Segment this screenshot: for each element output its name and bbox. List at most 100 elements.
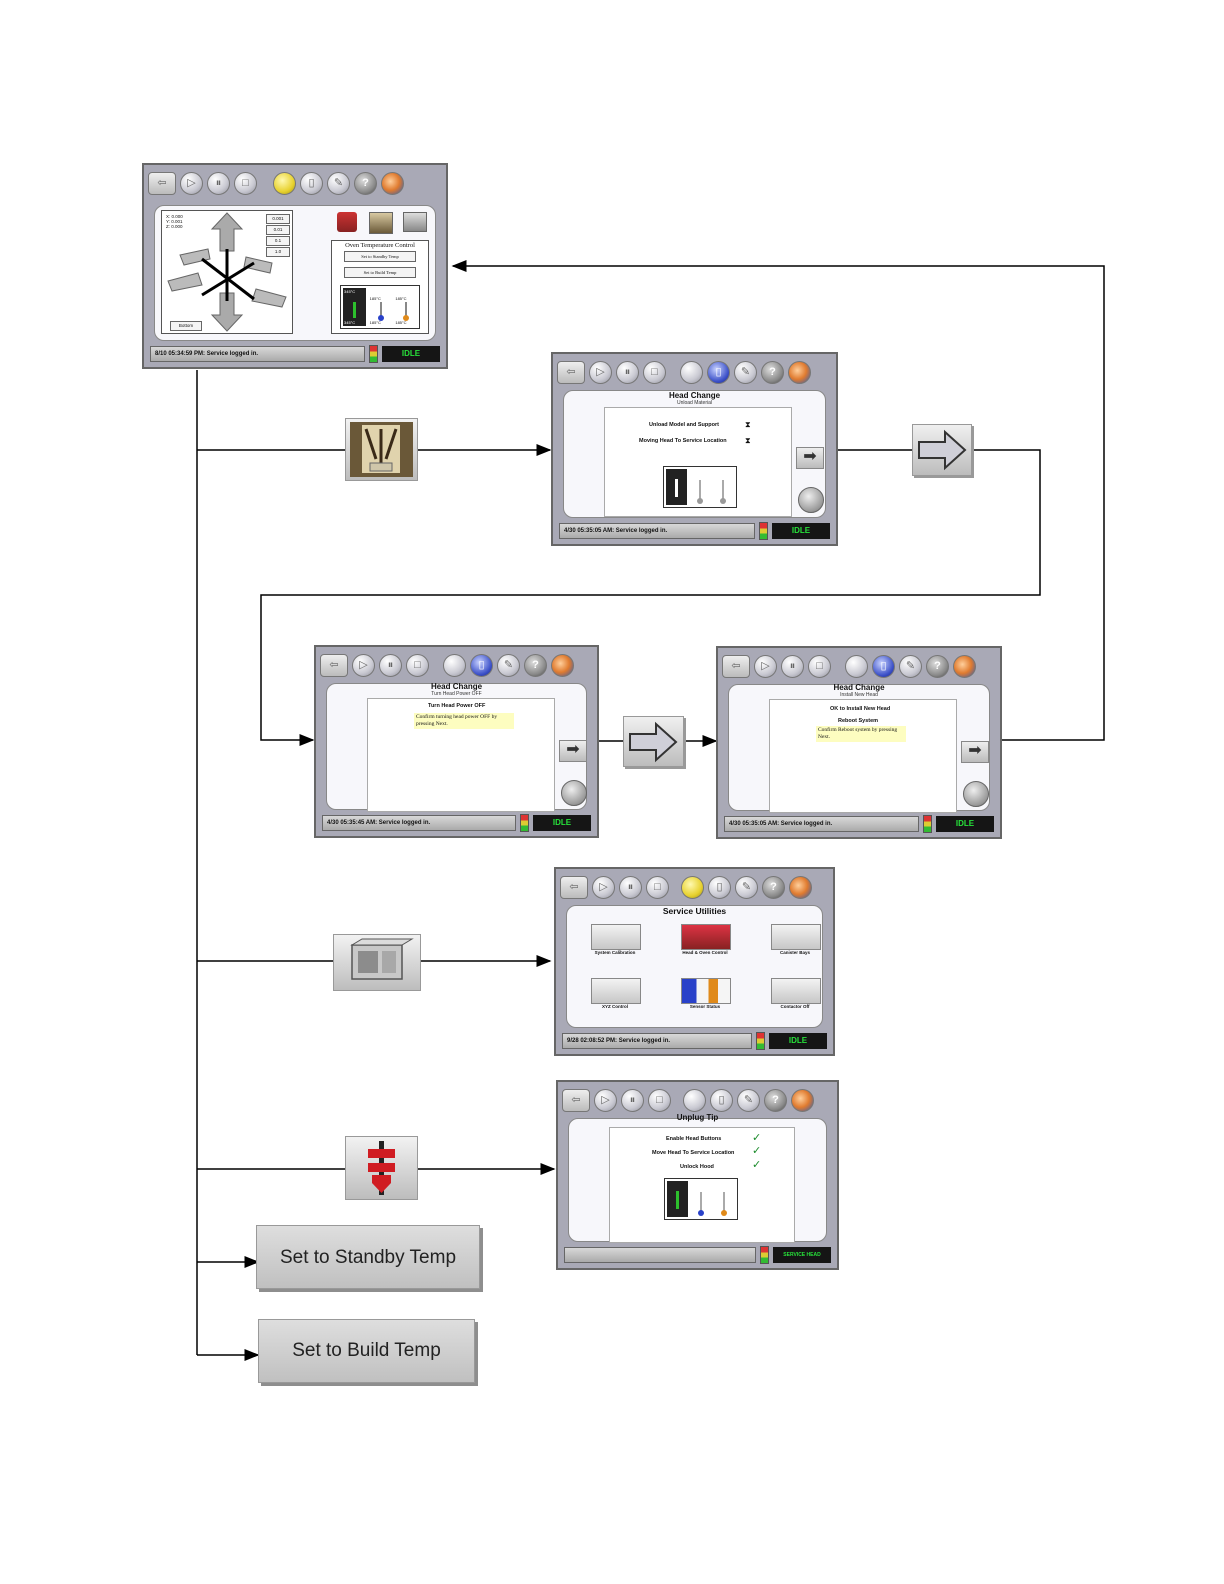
- head-oven-icon[interactable]: [337, 212, 357, 232]
- back-icon[interactable]: ⇦: [562, 1088, 590, 1112]
- screen-title: Head Change: [430, 682, 483, 691]
- therm-support-bottom: 185°C: [369, 320, 381, 325]
- play-icon[interactable]: ▷: [594, 1088, 617, 1112]
- stop-icon[interactable]: □: [234, 171, 257, 195]
- step-10[interactable]: 1.0: [266, 247, 290, 257]
- cancel-button[interactable]: [561, 780, 587, 806]
- back-icon[interactable]: ⇦: [320, 653, 348, 677]
- set-build-temp-button[interactable]: Set to Build Temp: [258, 1319, 475, 1383]
- play-icon[interactable]: ▷: [589, 360, 612, 384]
- next-button[interactable]: ➡: [559, 740, 587, 762]
- wrench-icon[interactable]: ✎: [735, 875, 758, 899]
- head-change-icon[interactable]: [369, 212, 393, 234]
- cancel-button[interactable]: [963, 781, 989, 807]
- step-01[interactable]: 0.01: [266, 225, 290, 235]
- head-change-unload-screen: ⇦ ▷ ⏸ □ ▯ ✎ ? Head Change Unload Materia…: [551, 352, 838, 546]
- step-1[interactable]: 0.1: [266, 236, 290, 246]
- pause-icon[interactable]: ⏸: [621, 1088, 644, 1112]
- jog-arrows[interactable]: [162, 211, 292, 333]
- head-change-panel: Head Change Install New Head OK to Insta…: [728, 683, 990, 813]
- door-icon[interactable]: ▯: [300, 171, 323, 195]
- play-icon[interactable]: ▷: [754, 654, 777, 678]
- build-temp-button[interactable]: Set to Build Temp: [344, 267, 416, 278]
- play-icon[interactable]: ▷: [352, 653, 375, 677]
- bulb-icon[interactable]: [683, 1088, 706, 1112]
- state-indicator: SERVICE HEAD: [773, 1247, 831, 1263]
- back-icon[interactable]: ⇦: [148, 171, 176, 195]
- back-icon[interactable]: ⇦: [722, 654, 750, 678]
- user-icon[interactable]: [791, 1088, 814, 1112]
- stop-icon[interactable]: □: [648, 1088, 671, 1112]
- user-icon[interactable]: [953, 654, 976, 678]
- toolbar: ⇦ ▷ ⏸ □ ▯ ✎ ?: [562, 1085, 833, 1115]
- bulb-icon[interactable]: [273, 171, 296, 195]
- canister-bays-icon[interactable]: [771, 924, 821, 950]
- stop-icon[interactable]: □: [646, 875, 669, 899]
- user-icon[interactable]: [789, 875, 812, 899]
- standby-temp-button[interactable]: Set to Standby Temp: [344, 251, 416, 262]
- back-icon[interactable]: ⇦: [557, 360, 585, 384]
- next-button[interactable]: ➡: [961, 741, 989, 763]
- wrench-icon[interactable]: ✎: [899, 654, 922, 678]
- play-icon[interactable]: ▷: [180, 171, 203, 195]
- wrench-icon[interactable]: ✎: [497, 653, 520, 677]
- pause-icon[interactable]: ⏸: [616, 360, 639, 384]
- contactor-off-icon[interactable]: [771, 978, 821, 1004]
- step-heading: Turn Head Power OFF: [428, 703, 486, 709]
- user-icon[interactable]: [381, 171, 404, 195]
- help-icon[interactable]: ?: [764, 1088, 787, 1112]
- user-icon[interactable]: [551, 653, 574, 677]
- sensor-status-icon[interactable]: [681, 978, 731, 1004]
- head-change-panel: Head Change Turn Head Power OFF Turn Hea…: [326, 682, 587, 812]
- head-oven-icon[interactable]: [345, 1136, 418, 1200]
- main-panel: X: 0.000 Y: 0.001 Z: 0.000 0.001 0.01 0.…: [154, 205, 436, 341]
- help-icon[interactable]: ?: [354, 171, 377, 195]
- door-icon[interactable]: ▯: [708, 875, 731, 899]
- user-icon[interactable]: [788, 360, 811, 384]
- step-unlock-hood: Unlock Hood: [680, 1164, 714, 1170]
- door-icon[interactable]: ▯: [710, 1088, 733, 1112]
- bulb-icon[interactable]: [845, 654, 868, 678]
- help-icon[interactable]: ?: [761, 360, 784, 384]
- pause-icon[interactable]: ⏸: [619, 875, 642, 899]
- help-icon[interactable]: ?: [926, 654, 949, 678]
- door-icon[interactable]: ▯: [707, 360, 730, 384]
- door-icon[interactable]: ▯: [470, 653, 493, 677]
- service-utilities-icon[interactable]: [333, 934, 421, 991]
- back-icon[interactable]: ⇦: [560, 875, 588, 899]
- coord-z: Z: 0.000: [166, 224, 183, 229]
- head-change-icon[interactable]: [345, 418, 418, 481]
- wrench-icon[interactable]: ✎: [737, 1088, 760, 1112]
- bulb-icon[interactable]: [681, 875, 704, 899]
- status-bar: 9/28 02:08:52 PM: Service logged in. IDL…: [562, 1032, 827, 1050]
- bulb-icon[interactable]: [680, 360, 703, 384]
- therm-oven-top: 185°C: [395, 296, 407, 301]
- screen-subtitle: Turn Head Power OFF: [431, 691, 482, 697]
- pause-icon[interactable]: ⏸: [781, 654, 804, 678]
- head-oven-control-icon[interactable]: [681, 924, 731, 950]
- cancel-button[interactable]: [798, 487, 824, 513]
- next-button[interactable]: ➡: [796, 447, 824, 469]
- therm-model: [667, 1181, 689, 1217]
- stop-icon[interactable]: □: [808, 654, 831, 678]
- screen-title: Head Change: [833, 683, 885, 692]
- help-icon[interactable]: ?: [524, 653, 547, 677]
- wrench-icon[interactable]: ✎: [327, 171, 350, 195]
- bottom-button[interactable]: Bottom: [170, 321, 202, 331]
- service-utilities-icon[interactable]: [403, 212, 427, 232]
- pause-icon[interactable]: ⏸: [379, 653, 402, 677]
- stop-icon[interactable]: □: [406, 653, 429, 677]
- pause-icon[interactable]: ⏸: [207, 171, 230, 195]
- set-standby-temp-button[interactable]: Set to Standby Temp: [256, 1225, 480, 1289]
- play-icon[interactable]: ▷: [592, 875, 615, 899]
- door-icon[interactable]: ▯: [872, 654, 895, 678]
- step-001[interactable]: 0.001: [266, 214, 290, 224]
- stop-icon[interactable]: □: [643, 360, 666, 384]
- wrench-icon[interactable]: ✎: [734, 360, 757, 384]
- xyz-control-icon[interactable]: [591, 978, 641, 1004]
- therm-support: 185°C 185°C: [369, 288, 392, 326]
- system-calibration-icon[interactable]: [591, 924, 641, 950]
- bulb-icon[interactable]: [443, 653, 466, 677]
- help-icon[interactable]: ?: [762, 875, 785, 899]
